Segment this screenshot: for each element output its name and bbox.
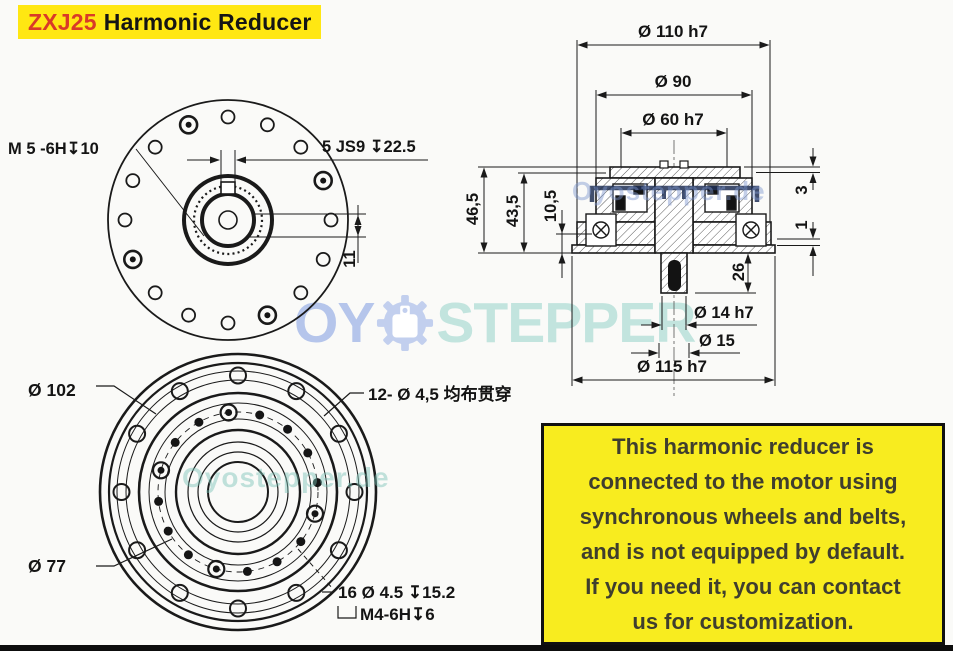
note-line: This harmonic reducer is — [612, 434, 874, 459]
front-bolt-holes — [117, 109, 339, 331]
label-16-holes: 16 Ø 4.5 ↧15.2 — [338, 583, 455, 602]
model-number: ZXJ25 — [28, 8, 97, 35]
dim-dia110: Ø 110 h7 — [638, 22, 708, 41]
dim-dia77: Ø 77 — [28, 556, 66, 576]
dim-dia15: Ø 15 — [699, 332, 735, 350]
note-line: us for customization. — [632, 609, 854, 634]
front-ringed-holes — [123, 115, 334, 326]
note-line: and is not equipped by default. — [581, 539, 905, 564]
front-keyway-label: 5 JS9 ↧22.5 — [322, 138, 416, 156]
note-box: This harmonic reducer is connected to th… — [541, 423, 945, 645]
front-dim-11: 11 — [341, 250, 359, 267]
section-dimensions — [478, 40, 820, 386]
counterbore-icon — [337, 606, 357, 619]
title-badge: ZXJ25 Harmonic Reducer — [18, 5, 321, 39]
dim-dia14: Ø 14 h7 — [694, 304, 754, 322]
back-view — [96, 352, 378, 632]
dim-26: 26 — [730, 263, 748, 281]
section-view — [478, 40, 820, 396]
label-m4-thread: M4-6H↧6 — [360, 605, 435, 624]
dim-dia90: Ø 90 — [655, 72, 692, 91]
shaft-bore — [668, 260, 681, 291]
back-tapped-holes-16 — [154, 410, 322, 576]
front-hub — [182, 174, 274, 266]
gear-icon — [377, 294, 434, 352]
dim-dia102: Ø 102 — [28, 380, 76, 400]
page-title: Harmonic Reducer — [103, 8, 312, 35]
dim-dia60: Ø 60 h7 — [642, 110, 703, 129]
front-view — [107, 99, 428, 341]
note-line: synchronous wheels and belts, — [579, 504, 907, 529]
note-line: If you need it, you can contact — [585, 574, 901, 599]
logo-oy-text: OY — [294, 291, 375, 355]
front-dimensions — [135, 148, 428, 263]
dim-10-5: 10,5 — [542, 190, 560, 222]
note-line: connected to the motor using — [588, 469, 898, 494]
dim-dia115: Ø 115 h7 — [637, 357, 707, 376]
dim-43-5: 43,5 — [504, 195, 522, 227]
back-bolt-holes-12 — [112, 366, 364, 618]
back-ringed-holes — [151, 403, 325, 579]
front-thread-label: M 5 -6H↧10 — [8, 140, 99, 158]
retaining-band — [589, 185, 760, 202]
label-12-holes: 12- Ø 4,5 均布贯穿 — [368, 384, 512, 404]
back-leaders — [96, 385, 364, 619]
dim-3: 3 — [793, 185, 811, 194]
dim-1: 1 — [793, 220, 811, 229]
bottom-edge-bar — [0, 645, 953, 651]
dim-46-5: 46,5 — [464, 193, 482, 225]
